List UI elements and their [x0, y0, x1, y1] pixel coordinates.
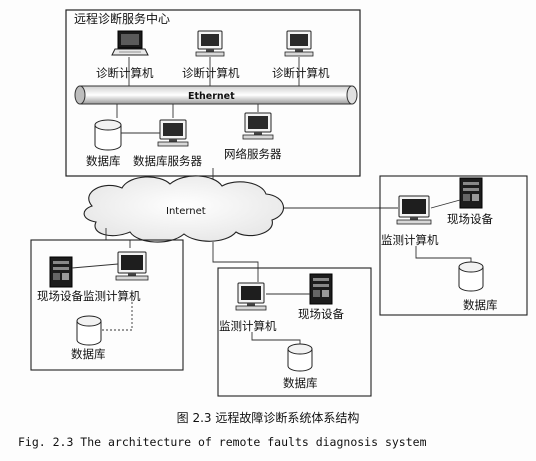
database-icon [458, 261, 484, 292]
site-middle-box [217, 267, 372, 397]
service-center-title: 远程诊断服务中心 [74, 11, 170, 26]
web-server-label: 网络服务器 [224, 147, 282, 161]
computer-icon [242, 112, 274, 140]
site-right-database-label: 数据库 [463, 298, 498, 312]
database-label: 数据库 [86, 154, 121, 168]
database-icon [287, 343, 313, 372]
site-left-box [30, 239, 184, 371]
center-drop-lines [116, 57, 300, 118]
server-tower-icon [459, 177, 483, 209]
site-middle-equipment-label: 现场设备 [298, 307, 344, 321]
computer-icon [235, 282, 267, 311]
internet-label: Internet [166, 206, 206, 217]
computer-icon [396, 195, 432, 225]
database-icon [76, 315, 102, 346]
site-left-database-label: 数据库 [71, 347, 106, 361]
cloud-icon: Internet [83, 175, 284, 243]
site-middle-monitor-label: 监测计算机 [219, 319, 277, 333]
db-server-label: 数据库服务器 [133, 154, 202, 168]
laptop-icon [111, 30, 149, 56]
site-right-group: 现场设备 监测计算机 数据库 [379, 175, 528, 316]
database-icon [94, 119, 122, 151]
site-middle-group: 监测计算机 现场设备 数据库 [217, 267, 372, 397]
site-right-box [379, 175, 528, 316]
diag-computer-label-3: 诊断计算机 [272, 66, 330, 80]
computer-icon [115, 251, 149, 281]
computer-icon [195, 30, 225, 57]
site-left-group: 现场设备监测计算机 数据库 [30, 239, 184, 371]
server-tower-icon [309, 273, 333, 305]
ethernet-label: Ethernet [188, 91, 235, 102]
site-right-equipment-label: 现场设备 [447, 212, 493, 226]
site-right-db-link [415, 246, 472, 262]
caption-english: Fig. 2.3 The architecture of remote faul… [18, 435, 427, 449]
diag-computer-label-2: 诊断计算机 [182, 66, 240, 80]
caption-chinese: 图 2.3 远程故障诊断系统体系结构 [176, 411, 360, 425]
server-tower-icon [49, 256, 73, 288]
site-left-db-link [101, 302, 133, 331]
service-center-group: 远程诊断服务中心 诊断计算机 诊断计算机 诊断计算机 [65, 9, 361, 177]
computer-icon [157, 119, 189, 147]
site-middle-database-label: 数据库 [283, 376, 318, 390]
site-left-equipment-monitor-label: 现场设备监测计算机 [37, 289, 141, 303]
diag-computer-label-1: 诊断计算机 [96, 66, 154, 80]
computer-icon [284, 30, 314, 57]
ethernet-bus: Ethernet [74, 85, 358, 105]
site-right-monitor-label: 监测计算机 [381, 233, 439, 247]
site-middle-db-link [251, 332, 301, 344]
